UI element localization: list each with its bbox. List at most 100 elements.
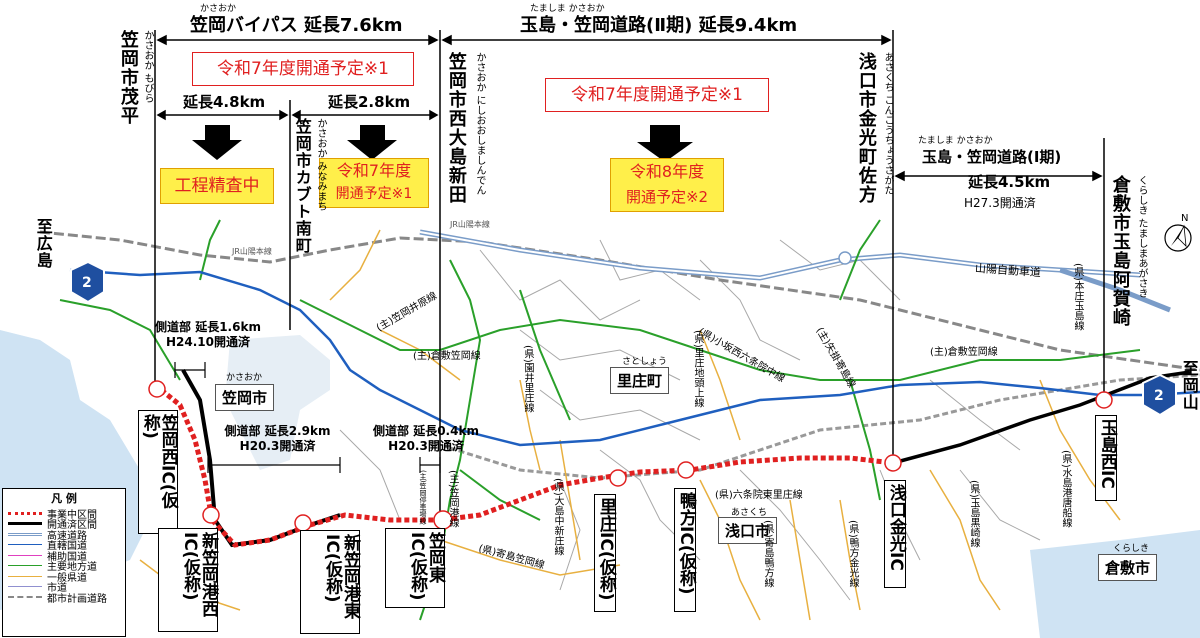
legend-swatch [8, 586, 42, 588]
r8-line1: 令和8年度 [629, 162, 705, 181]
ic-asakuchi-konko: 浅口金光IC [884, 480, 906, 588]
bypass-title: 笠岡バイパス 延長7.6km [190, 15, 403, 36]
road-kurashiki-kasaoka: (主)倉敷笠岡線 [413, 351, 481, 362]
road-kasaoka-station: (主)笠岡停車場線 [419, 470, 427, 525]
place-asakuchi-konko-ruby: あさくち こんこうちょうさがた [882, 52, 893, 196]
legend-item: 高速道路 [3, 529, 125, 542]
east-sea [1030, 530, 1200, 638]
national-route-2 [69, 268, 1200, 447]
legend-item: 補助国道 [3, 550, 125, 563]
route-2-shield-west [70, 260, 105, 304]
road-kamogata-kinko: (県)鴨方金光線 [847, 520, 858, 588]
legend-swatch [8, 565, 42, 567]
road-jr-sanyo-1: JR山陽本線 [232, 247, 272, 256]
satosho-ruby: さとしょう [622, 357, 668, 367]
route-2-east-label: 2 [1154, 388, 1164, 404]
side-road-2-title: 側道部 延長2.9km [224, 424, 331, 438]
ic-kasaoka-higashi: 笠岡東IC(仮称) [385, 528, 445, 608]
road-kasaoka-minato: (主)笠岡港線 [447, 470, 458, 528]
route-2-shield-east [1142, 373, 1177, 417]
place-asakuchi-konko: 浅口市金光町佐方 [855, 52, 877, 204]
planning-road [449, 373, 1200, 480]
legend-label: 事業中区間 [47, 509, 97, 521]
road-tamashima-kurosaki: (県)玉島黒崎線 [968, 480, 979, 548]
satosho-town: 里庄町 [610, 367, 670, 394]
r7-line2: 開通予定※1 [335, 186, 413, 202]
side-road-1-open: H24.10開通済 [165, 335, 250, 349]
road-satosho-jito: (県)里庄地頭上線 [692, 330, 703, 408]
r7-line1: 令和7年度 [336, 161, 412, 180]
road-honsho-tamashima: (県)本庄玉島線 [1072, 263, 1083, 331]
legend: 凡 例 事業中区間開通済区間高速道路直轄国道補助国道主要地方道一般県道市道都市計… [2, 488, 126, 637]
legend-swatch [8, 522, 42, 526]
legend-swatch [8, 511, 42, 515]
length-a: 延長4.8km [183, 93, 266, 111]
side-road-1: 側道部 延長1.6km H24.10開通済 [148, 320, 268, 350]
road1-open: H27.3開通済 [964, 196, 1036, 210]
place-kasaoka-nishioshima: 笠岡市西大島新田 [445, 52, 467, 204]
ic-markers [148, 380, 1113, 532]
legend-swatch [8, 544, 42, 546]
junction-circle [838, 251, 852, 265]
to-okayama: 至岡山 [1179, 360, 1199, 411]
north-mark: N [1181, 213, 1189, 224]
ic-kamogata: 鴨方IC(仮称) [674, 488, 696, 612]
road-yorishima-kamogata: (県)寄島鴨方線 [762, 520, 773, 588]
side-road-1-title: 側道部 延長1.6km [155, 320, 261, 334]
side-road-3-title: 側道部 延長0.4km [373, 424, 479, 438]
route-2-west-label: 2 [82, 275, 92, 291]
road-kurashiki-kasaoka-2: (主)倉敷笠岡線 [930, 347, 998, 358]
r7-box: 令和7年度 開通予定※1 [319, 158, 429, 208]
road2-ruby: たましま かさおか [530, 4, 605, 14]
length-arrows [156, 34, 1103, 182]
bay-area [225, 335, 330, 470]
road2-plan-box: 令和7年度開通予定※1 [545, 78, 769, 112]
road1-length: 延長4.5km [968, 173, 1051, 191]
legend-item: 開通済区間 [3, 519, 125, 532]
legend-label: 補助国道 [47, 551, 87, 563]
place-kasaoka-kabuto-ruby: かさおか みなみまち [315, 118, 326, 212]
legend-label: 市道 [47, 583, 67, 595]
legend-label: 開通済区間 [47, 520, 97, 532]
legend-title: 凡 例 [51, 492, 77, 505]
legend-item: 一般県道 [3, 571, 125, 584]
road-jr-sanyo-2: JR山陽本線 [450, 220, 490, 229]
road-sonoi-satosho: (県)園井里庄線 [522, 345, 533, 413]
legend-label: 一般県道 [47, 572, 87, 584]
to-hiroshima: 至広島 [33, 218, 53, 269]
kurashiki-city-ruby: くらしき [1113, 544, 1150, 554]
place-kasaoka-nishioshima-ruby: かさおか にしおおしましんでん [474, 52, 485, 196]
legend-label: 都市計画道路 [47, 593, 107, 605]
legend-item: 直轄国道 [3, 540, 125, 553]
place-kasaoka-mohira-ruby: かさおか もびら [142, 30, 153, 104]
legend-item: 都市計画道路 [3, 592, 125, 605]
ic-satosho: 里庄IC(仮称) [594, 494, 616, 612]
side-road-2: 側道部 延長2.9km H20.3開通済 [215, 424, 340, 454]
kasaoka-city-ruby: かさおか [226, 373, 263, 383]
kasaoka-city: 笠岡市 [215, 384, 275, 411]
road2-title: 玉島・笠岡道路(Ⅱ期) 延長9.4km [520, 15, 798, 36]
road-oshima-nakashinsho: (県)大島中新庄線 [552, 478, 563, 556]
length-b: 延長2.8km [328, 93, 411, 111]
boundary-lines [154, 30, 1105, 515]
place-kasaoka-mohira: 笠岡市茂平 [117, 30, 139, 125]
road-rokujoin-higashi: (県)六条院東里庄線 [715, 490, 803, 501]
ic-shinkasaokako-higashi: 新笠岡港東IC(仮称) [300, 530, 360, 634]
legend-item: 主要地方道 [3, 561, 125, 573]
bypass-ruby: かさおか [200, 4, 237, 14]
legend-label: 直轄国道 [47, 541, 87, 553]
r8-line2: 開通予定※2 [625, 188, 709, 206]
r8-box: 令和8年度 開通予定※2 [610, 158, 724, 212]
legend-swatch [8, 596, 42, 599]
legend-swatch [8, 575, 42, 577]
north-arrow-icon [1164, 224, 1192, 252]
legend-label: 高速道路 [47, 530, 87, 542]
road-mizushima-karafune: (県)水島港唐船線 [1060, 450, 1071, 528]
legend-item: 事業中区間 [3, 508, 125, 521]
side-road-3-open: H20.3開通済 [388, 439, 464, 453]
place-kurashiki-tamashima: 倉敷市玉島阿賀崎 [1109, 175, 1131, 327]
side-road-arrows [174, 362, 441, 473]
ic-tamashima-nishi: 玉島西IC [1095, 415, 1117, 501]
jr-railway [39, 230, 1200, 372]
place-kasaoka-kabuto: 笠岡市カブト南町 [292, 118, 312, 254]
